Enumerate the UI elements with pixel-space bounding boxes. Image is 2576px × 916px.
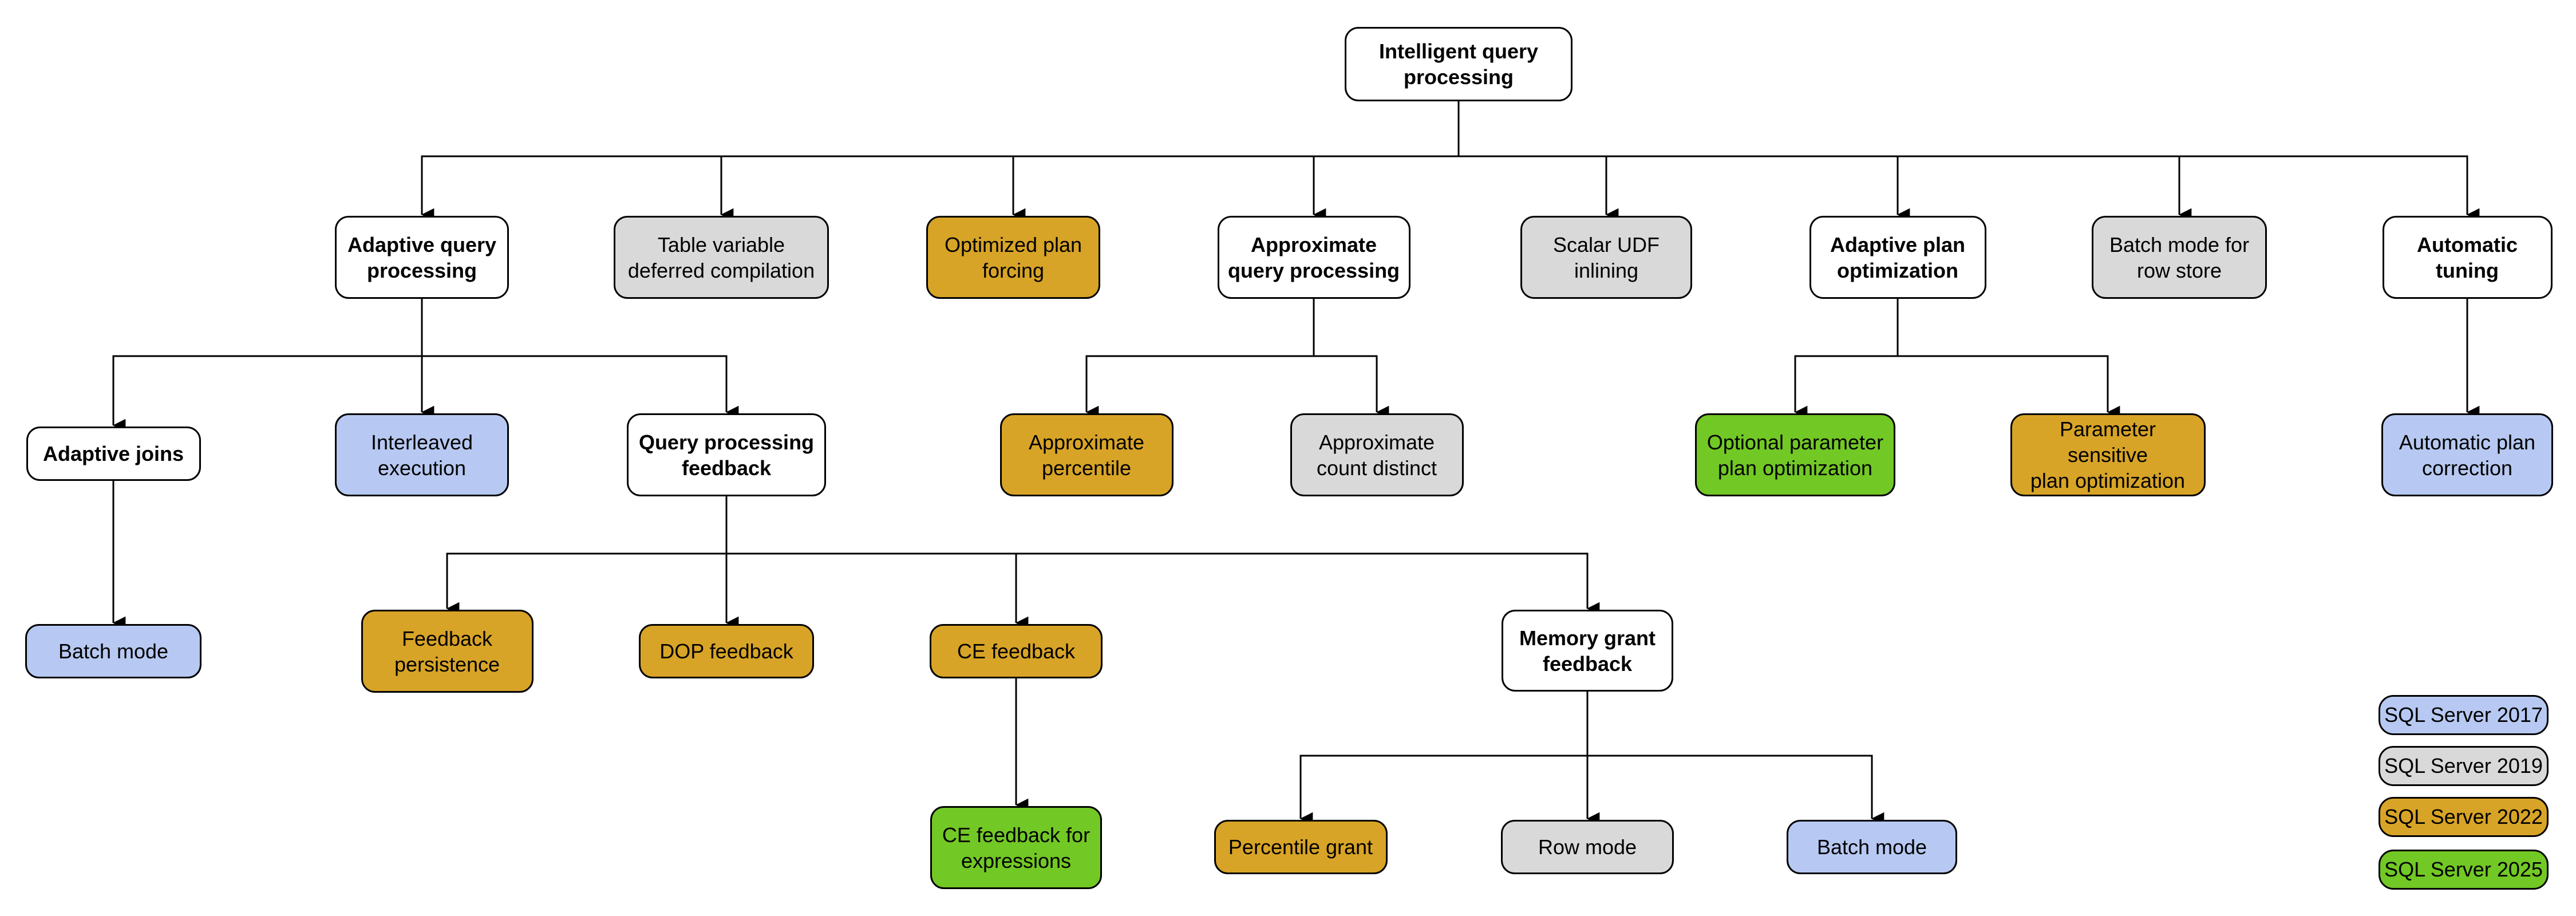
- diagram-node-opt-param-plan: Optional parameter plan optimization: [1695, 413, 1895, 496]
- diagram-node-ce-expressions: CE feedback for expressions: [930, 806, 1102, 889]
- diagram-node-param-sensitive: Parameter sensitive plan optimization: [2010, 413, 2206, 496]
- legend-item-sql-server-2025: SQL Server 2025: [2379, 850, 2549, 890]
- diagram-node-adaptive-plan: Adaptive plan optimization: [1809, 216, 1986, 299]
- diagram-node-feedback-pers: Feedback persistence: [361, 610, 534, 693]
- diagram-node-auto-tuning: Automatic tuning: [2382, 216, 2553, 299]
- diagram-node-row-mode: Row mode: [1501, 820, 1674, 874]
- diagram-node-scalar-udf: Scalar UDF inlining: [1520, 216, 1692, 299]
- diagram-node-adaptive-joins: Adaptive joins: [26, 427, 201, 481]
- diagram-node-auto-plan-corr: Automatic plan correction: [2381, 413, 2553, 496]
- legend-item-sql-server-2022: SQL Server 2022: [2379, 797, 2549, 837]
- diagram-node-table-var: Table variable deferred compilation: [614, 216, 829, 299]
- diagram-node-opt-plan-force: Optimized plan forcing: [926, 216, 1100, 299]
- diagram-node-adaptive-qp: Adaptive query processing: [335, 216, 509, 299]
- diagram-node-batch-mode-aj: Batch mode: [25, 624, 202, 678]
- diagram-node-pct-grant: Percentile grant: [1214, 820, 1388, 874]
- diagram-node-interleaved: Interleaved execution: [335, 413, 509, 496]
- diagram-node-approx-pct: Approximate percentile: [999, 413, 1174, 496]
- diagram-node-approx-qp: Approximate query processing: [1217, 216, 1411, 299]
- diagram-node-dop-feedback: DOP feedback: [639, 624, 814, 678]
- diagram-node-root: Intelligent query processing: [1345, 27, 1573, 101]
- legend-item-sql-server-2019: SQL Server 2019: [2379, 746, 2549, 786]
- diagram-node-approx-count: Approximate count distinct: [1290, 413, 1464, 496]
- diagram-node-mem-grant: Memory grant feedback: [1502, 610, 1673, 692]
- legend-item-sql-server-2017: SQL Server 2017: [2379, 695, 2549, 735]
- diagram-node-batch-row-store: Batch mode for row store: [2092, 216, 2267, 299]
- diagram-node-qp-feedback: Query processing feedback: [627, 413, 826, 496]
- diagram-node-ce-feedback: CE feedback: [930, 624, 1103, 678]
- diagram-node-batch-mode-mg: Batch mode: [1787, 820, 1957, 874]
